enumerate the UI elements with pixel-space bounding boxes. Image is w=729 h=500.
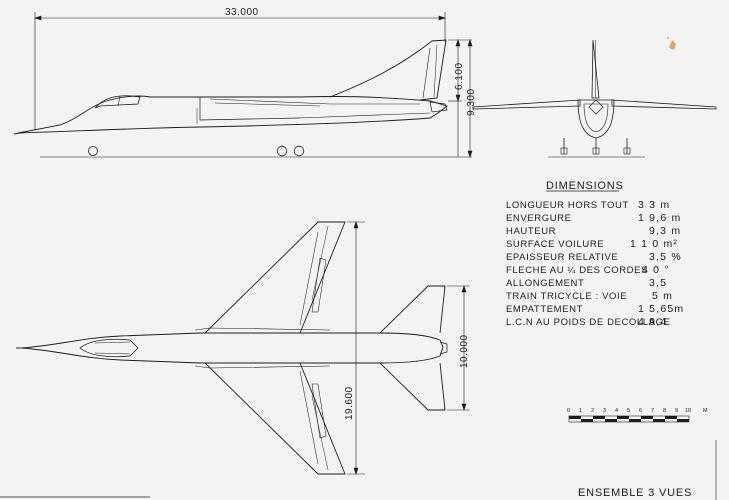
scale-tick: 10 (685, 408, 691, 414)
scale-bar (568, 415, 690, 423)
length-dimension-label: 33.000 (225, 7, 259, 18)
front-view (472, 39, 717, 158)
row-value: 4 0 ° (642, 264, 670, 276)
scale-tick: 4 (615, 408, 618, 414)
plan-dimension-lines (347, 221, 470, 475)
span-dimension-label: 19.600 (344, 386, 355, 420)
row-value: 5 m (652, 290, 673, 302)
scale-tick: 3 (603, 408, 606, 414)
row-label: HAUTEUR (506, 226, 556, 237)
row-label: FLECHE AU ¼ DES CORDES (506, 265, 648, 276)
dimensions-title: DIMENSIONS (546, 180, 624, 192)
scale-tick: 8 (663, 408, 666, 414)
row-label: EMPATTEMENT (506, 304, 583, 315)
scale-ticks: 0 1 2 3 4 5 6 7 8 9 10 M (567, 408, 708, 414)
scale-tick: 1 (579, 408, 582, 414)
row-label: ENVERGURE (506, 213, 572, 224)
scale-tick: 6 (639, 408, 642, 414)
scale-tick: 7 (651, 408, 654, 414)
side-view (13, 39, 472, 158)
row-value: 1 5,65m (638, 303, 684, 315)
paper-stain (666, 36, 676, 50)
side-dimension-lines (34, 12, 473, 158)
scale-tick: 9 (675, 408, 678, 414)
row-value: 9,3 m (649, 225, 681, 237)
scale-tick: 0 (567, 408, 570, 414)
row-value: 3 3 m (638, 199, 670, 211)
plan-view (16, 221, 448, 475)
row-label: ALLONGEMENT (506, 278, 584, 289)
tail-span-label: 10.000 (459, 334, 470, 368)
height-outer-label: 9.300 (466, 88, 477, 116)
row-label: EPAISSEUR RELATIVE (506, 252, 618, 263)
row-label: LONGUEUR HORS TOUT (506, 200, 629, 211)
row-value: 1 1 0 m² (630, 238, 678, 250)
row-value: 1 9,6 m (638, 212, 681, 224)
scale-tick: M (703, 408, 708, 414)
row-value: 3,5 % (649, 251, 682, 263)
row-value: 3,5 (649, 277, 667, 289)
row-label: TRAIN TRICYCLE : VOIE (506, 291, 627, 302)
row-label: SURFACE VOILURE (506, 239, 604, 250)
dimensions-table: LONGUEUR HORS TOUT 3 3 m ENVERGURE 1 9,6… (506, 199, 684, 328)
height-inner-label: 6.100 (454, 62, 465, 90)
scale-tick: 2 (591, 408, 594, 414)
drawing-caption: ENSEMBLE 3 VUES (578, 487, 692, 499)
row-value: 4 9,4 (638, 316, 667, 328)
scale-tick: 5 (627, 408, 630, 414)
row-label: L.C.N AU POIDS DE DECOLLAGE (506, 317, 671, 328)
